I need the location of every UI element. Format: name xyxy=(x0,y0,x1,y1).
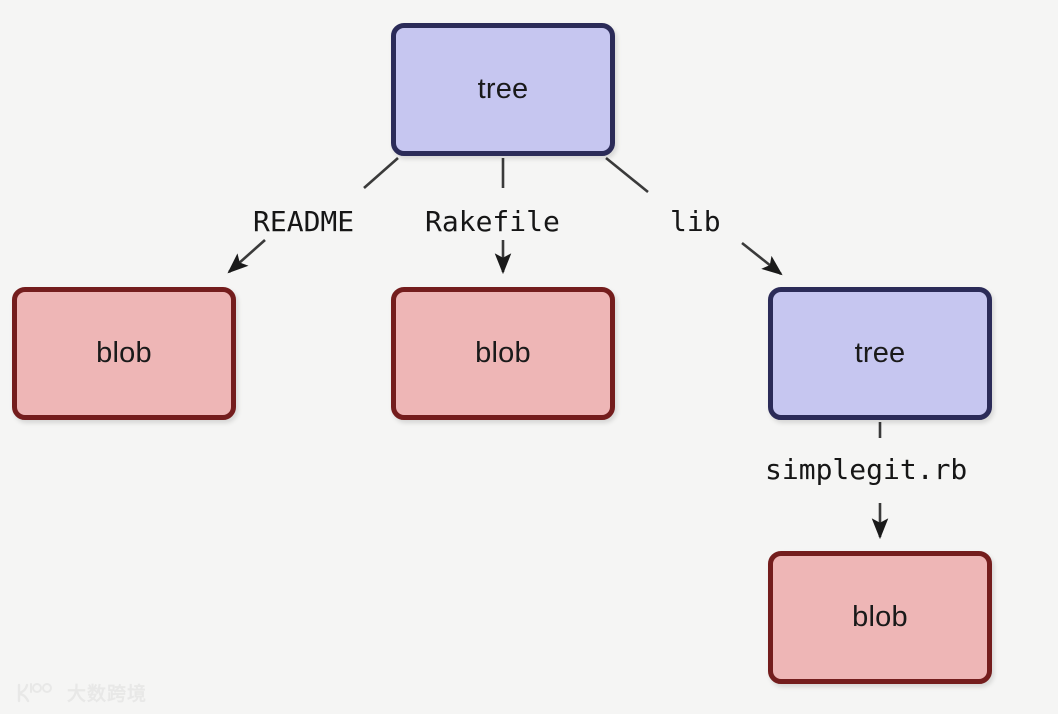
node-label: tree xyxy=(854,337,906,369)
node-lib-tree[interactable]: tree xyxy=(768,287,992,420)
edge-label-lib: lib xyxy=(670,205,721,238)
watermark-text: 大数跨境 xyxy=(67,683,148,705)
node-label: blob xyxy=(852,601,908,633)
node-label: blob xyxy=(475,337,531,369)
watermark: 大数跨境 xyxy=(14,679,147,706)
edge-label-readme: README xyxy=(253,205,355,238)
node-label: blob xyxy=(96,337,152,369)
node-blob-readme[interactable]: blob xyxy=(12,287,236,420)
edge-label-simplegit: simplegit.rb xyxy=(765,453,968,486)
node-label: tree xyxy=(477,73,529,105)
edge-label-rakefile: Rakefile xyxy=(425,205,560,238)
node-root-tree[interactable]: tree xyxy=(391,23,615,156)
node-blob-simplegit[interactable]: blob xyxy=(768,551,992,684)
k100-logo-icon xyxy=(17,682,52,702)
node-blob-rakefile[interactable]: blob xyxy=(391,287,615,420)
